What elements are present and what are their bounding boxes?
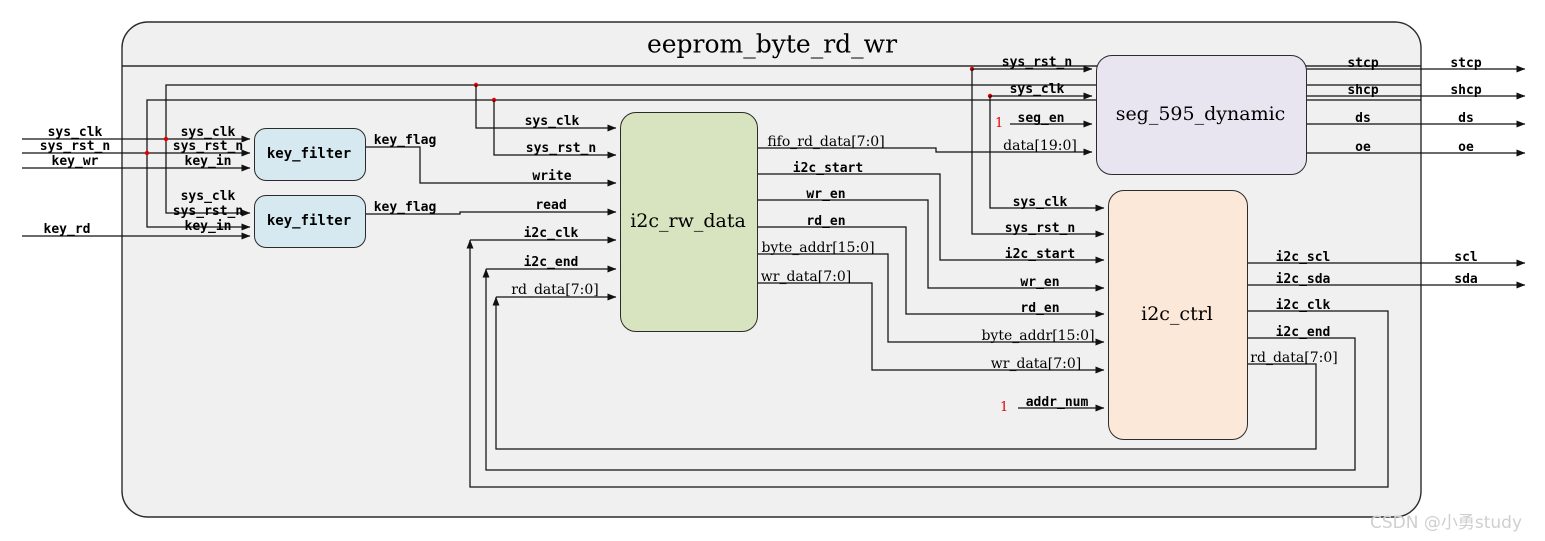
- port-label-ctrl-i2c-start: i2c_start: [1004, 247, 1076, 262]
- watermark: CSDN @小勇study: [1370, 513, 1523, 533]
- annotation-seg-en-const: 1: [995, 116, 1004, 131]
- block-key-filter-2-label: key_filter: [266, 212, 352, 229]
- port-label-rw-write: write: [532, 169, 572, 184]
- port-label-seg-shcp: shcp: [1347, 83, 1379, 98]
- port-label-rw-rd-data: rd_data[7:0]: [511, 282, 599, 298]
- port-label-rw-i2c-start: i2c_start: [792, 161, 864, 176]
- output-label-oe: oe: [1458, 140, 1474, 155]
- port-label-rw-i2c-clk: i2c_clk: [523, 226, 579, 241]
- input-label-sys-rst-n: sys_rst_n: [39, 139, 111, 154]
- port-label-ctrl-addr-num: addr_num: [1025, 395, 1089, 410]
- page-title: eeprom_byte_rd_wr: [646, 29, 898, 59]
- port-label-kf2-sys-rst-n: sys_rst_n: [172, 204, 244, 219]
- port-label-ctrl-i2c-sda: i2c_sda: [1275, 272, 1331, 287]
- port-label-rw-i2c-end: i2c_end: [523, 255, 579, 270]
- port-label-kf2-sys-clk: sys_clk: [180, 189, 236, 204]
- port-label-rw-fifo-rd-data: fifo_rd_data[7:0]: [767, 134, 885, 150]
- port-label-rw-read: read: [535, 198, 567, 213]
- block-i2c-ctrl-label: i2c_ctrl: [1141, 303, 1213, 325]
- port-label-rw-sys-clk: sys_clk: [524, 114, 580, 129]
- output-label-sda: sda: [1454, 272, 1478, 287]
- port-label-ctrl-rd-en: rd_en: [1020, 301, 1060, 316]
- port-label-kf1-sys-rst-n: sys_rst_n: [172, 139, 244, 154]
- block-seg-595-dynamic-label: seg_595_dynamic: [1115, 103, 1286, 125]
- port-label-ctrl-byte-addr: byte_addr[15:0]: [981, 328, 1095, 344]
- port-label-kf2-key-flag: key_flag: [373, 200, 437, 215]
- port-label-rw-wr-en: wr_en: [806, 187, 846, 202]
- block-key-filter-1[interactable]: [254, 128, 366, 181]
- port-label-ctrl-i2c-scl: i2c_scl: [1275, 250, 1331, 265]
- input-label-key-wr: key_wr: [51, 154, 99, 169]
- port-label-ctrl-i2c-clk: i2c_clk: [1275, 298, 1331, 313]
- output-label-shcp: shcp: [1450, 83, 1482, 98]
- port-label-seg-sys-clk: sys_clk: [1009, 82, 1065, 97]
- port-label-ctrl-wr-en: wr_en: [1020, 275, 1060, 290]
- port-label-rw-wr-data: wr_data[7:0]: [760, 269, 852, 285]
- port-label-rw-rd-en: rd_en: [806, 214, 846, 229]
- port-label-kf2-key-in: key_in: [184, 219, 232, 234]
- port-label-seg-en: seg_en: [1017, 111, 1065, 126]
- port-label-ctrl-rd-data: rd_data[7:0]: [1250, 350, 1338, 366]
- port-label-kf1-sys-clk: sys_clk: [180, 125, 236, 140]
- port-label-kf1-key-in: key_in: [184, 154, 232, 169]
- block-seg-595-dynamic[interactable]: [1096, 55, 1307, 175]
- port-label-ctrl-wr-data: wr_data[7:0]: [990, 356, 1082, 372]
- block-key-filter-1-label: key_filter: [266, 145, 352, 162]
- block-i2c-rw-data[interactable]: [620, 112, 758, 332]
- port-label-seg-ds: ds: [1355, 111, 1371, 126]
- port-label-seg-data: data[19:0]: [1003, 138, 1077, 154]
- input-label-sys-clk: sys_clk: [47, 125, 103, 140]
- output-label-ds: ds: [1458, 111, 1474, 126]
- port-label-kf1-key-flag: key_flag: [373, 133, 437, 148]
- port-label-ctrl-sys-clk: sys_clk: [1012, 195, 1068, 210]
- input-label-key-rd: key_rd: [43, 222, 91, 237]
- port-label-ctrl-i2c-end: i2c_end: [1275, 325, 1331, 340]
- port-label-ctrl-sys-rst-n: sys_rst_n: [1004, 221, 1076, 236]
- block-key-filter-2[interactable]: [254, 195, 366, 248]
- port-label-rw-byte-addr: byte_addr[15:0]: [761, 240, 875, 256]
- port-label-seg-stcp: stcp: [1347, 56, 1379, 71]
- block-i2c-ctrl[interactable]: [1108, 190, 1248, 440]
- output-label-stcp: stcp: [1450, 56, 1482, 71]
- annotation-addr-num-const: 1: [1000, 400, 1009, 415]
- port-label-seg-oe: oe: [1355, 140, 1371, 155]
- block-i2c-rw-data-label: i2c_rw_data: [630, 210, 746, 232]
- port-label-rw-sys-rst-n: sys_rst_n: [525, 141, 597, 156]
- port-label-seg-sys-rst-n: sys_rst_n: [1001, 55, 1073, 70]
- output-label-scl: scl: [1454, 250, 1478, 265]
